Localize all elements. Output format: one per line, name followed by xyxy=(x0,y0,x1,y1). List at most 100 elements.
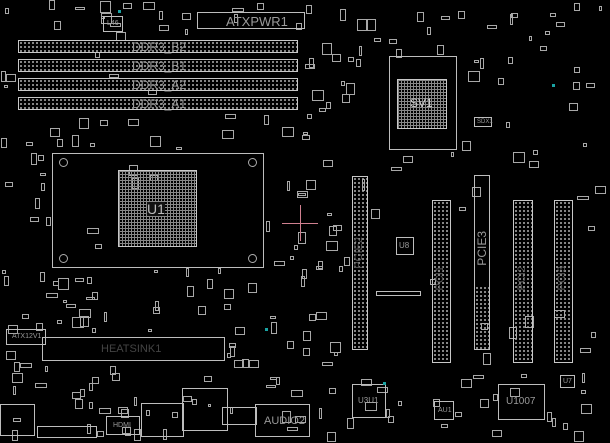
smd-component xyxy=(40,173,46,177)
smd-component xyxy=(158,10,164,20)
smd-component xyxy=(374,37,382,42)
sdx1-component[interactable]: SDX1 xyxy=(474,117,493,127)
chipset-outline[interactable]: SV1 xyxy=(389,56,457,150)
smd-component xyxy=(89,401,93,410)
smd-component xyxy=(376,386,389,394)
pci2-slot[interactable]: PCI2 xyxy=(513,200,533,363)
smd-component xyxy=(433,399,440,408)
pci1-label: PCI1 xyxy=(434,266,446,291)
smd-component xyxy=(146,410,151,416)
smd-component xyxy=(295,415,307,423)
audio-connector[interactable]: AUDIO2 xyxy=(255,404,310,437)
atx12v-connector[interactable]: ATX12V1 xyxy=(6,329,46,345)
smd-component xyxy=(270,316,277,320)
cpu-pin-grid[interactable]: U1 xyxy=(118,170,197,247)
smd-component xyxy=(318,407,322,420)
u8-chip[interactable]: U8 xyxy=(396,237,414,255)
usb3-connector[interactable] xyxy=(222,407,257,425)
slot-bar xyxy=(376,291,421,296)
pci1-slot[interactable]: PCI1 xyxy=(432,200,451,363)
smd-component xyxy=(290,390,303,398)
smd-component xyxy=(234,327,245,335)
atx-power-connector[interactable]: ATXPWR1 xyxy=(197,12,305,29)
usb-connector[interactable] xyxy=(0,404,35,436)
inductor-l46[interactable]: L46 xyxy=(103,16,123,32)
heatsink-outline[interactable]: HEATSINK1 xyxy=(42,337,225,361)
smd-component xyxy=(222,130,234,139)
smd-component xyxy=(282,127,294,138)
au1-chip[interactable]: AU1 xyxy=(434,401,454,420)
marker-dot xyxy=(552,84,555,87)
crosshair-cursor-v xyxy=(300,205,301,241)
mount-hole xyxy=(59,254,68,263)
smd-component xyxy=(133,397,137,406)
smd-component xyxy=(134,429,142,441)
smd-component xyxy=(294,244,299,250)
smd-component xyxy=(4,275,10,286)
lan-connector[interactable] xyxy=(182,388,228,431)
dimm-a2-label: DDR3_A2 xyxy=(132,78,187,92)
smd-component xyxy=(573,82,581,91)
smd-component xyxy=(5,73,17,83)
smd-component xyxy=(303,330,312,341)
smd-component xyxy=(206,279,214,290)
smd-component xyxy=(458,11,465,19)
smd-component xyxy=(149,135,162,148)
smd-component xyxy=(289,256,294,261)
smd-component xyxy=(108,74,119,78)
smd-component xyxy=(148,328,153,333)
smd-component xyxy=(162,428,168,441)
cpu-socket[interactable] xyxy=(52,153,264,268)
smd-component xyxy=(468,70,480,82)
dimm-slot-b2[interactable]: DDR3_B2 xyxy=(18,40,298,53)
smd-component xyxy=(74,6,85,10)
smd-component xyxy=(286,426,298,432)
smd-component xyxy=(327,431,336,443)
u1007-label: U1007 xyxy=(506,396,536,407)
dimm-slot-b1[interactable]: DDR3_B1 xyxy=(18,59,298,72)
au1-label: AU1 xyxy=(438,407,452,414)
smd-component xyxy=(223,289,234,299)
smd-component xyxy=(72,316,84,328)
u7-chip[interactable]: U7 xyxy=(560,375,575,388)
u7-label: U7 xyxy=(563,378,572,385)
smd-component xyxy=(403,155,413,163)
vga-connector[interactable] xyxy=(37,426,97,438)
pcie3-slot[interactable]: PCIE3 xyxy=(474,175,490,350)
hdmi-connector[interactable]: HDMI xyxy=(106,416,140,435)
smd-component xyxy=(574,430,584,442)
smd-component xyxy=(599,6,603,12)
smd-component xyxy=(182,12,191,20)
smd-component xyxy=(11,372,24,383)
pci3-slot[interactable]: PCI3 xyxy=(554,200,573,363)
smd-component xyxy=(416,11,425,23)
smd-component xyxy=(366,18,376,31)
u3u1-chip[interactable]: U3U1 xyxy=(352,384,386,418)
smd-component xyxy=(296,22,302,31)
smd-component xyxy=(12,386,17,396)
smd-component xyxy=(248,282,257,294)
dimm-b2-label: DDR3_B2 xyxy=(132,40,187,54)
smd-component xyxy=(266,384,276,389)
smd-component xyxy=(2,270,7,274)
smd-component xyxy=(341,93,350,103)
smd-component xyxy=(329,387,337,395)
u1007-chip[interactable]: U1007 xyxy=(498,384,545,420)
smd-component xyxy=(91,291,98,300)
smd-component xyxy=(326,212,333,217)
dimm-slot-a1[interactable]: DDR3_A1 xyxy=(18,97,298,110)
smd-component xyxy=(263,115,269,125)
smd-component xyxy=(79,309,91,318)
smd-component xyxy=(318,108,327,112)
smd-component xyxy=(224,114,237,119)
pcie2-slot[interactable]: PCIE2 xyxy=(352,176,368,350)
smd-component xyxy=(207,404,212,408)
smd-component xyxy=(80,389,86,397)
dimm-slot-a2[interactable]: DDR3_A2 xyxy=(18,78,298,91)
dvi-connector[interactable] xyxy=(141,403,184,437)
smd-component xyxy=(143,1,155,11)
marker-dot xyxy=(265,328,268,331)
smd-component xyxy=(479,58,484,70)
smd-component xyxy=(471,186,481,197)
